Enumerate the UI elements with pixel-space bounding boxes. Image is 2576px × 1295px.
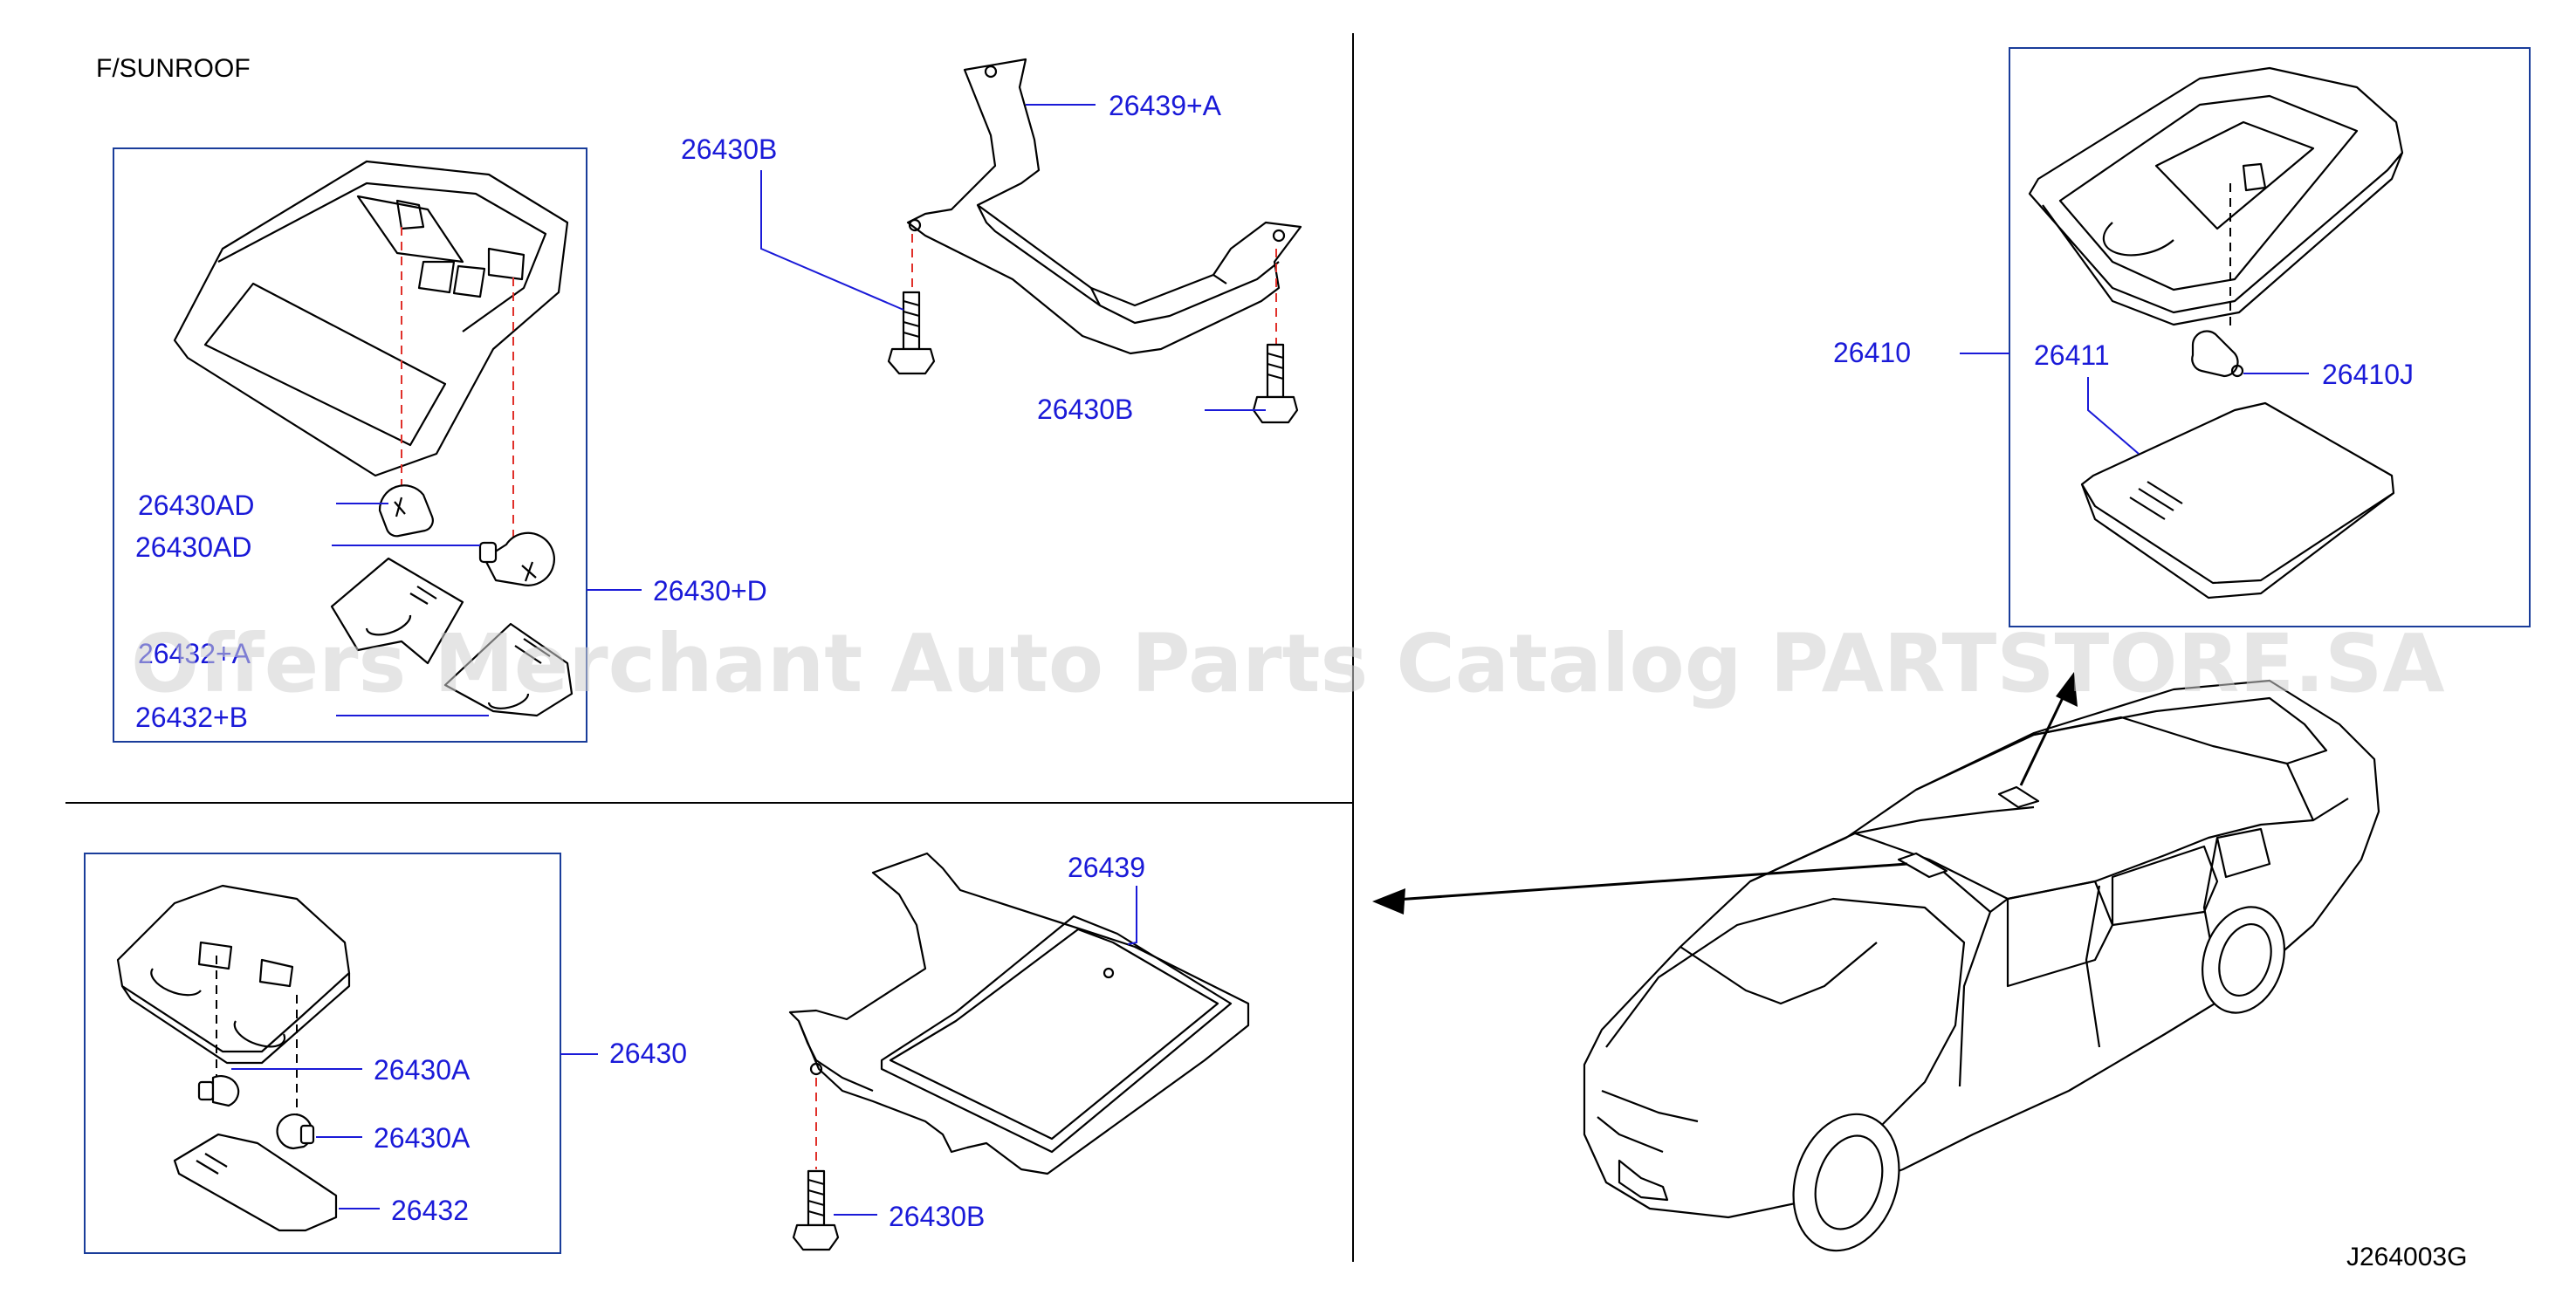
label-26432: 26432 [391, 1195, 469, 1226]
lens-26411 [2080, 401, 2395, 600]
label-26411: 26411 [2034, 339, 2110, 371]
leader-26430b-top [760, 170, 904, 311]
arrow-to-map-lamp [1372, 862, 1908, 915]
sunroof-map-lamp-housing [173, 160, 569, 477]
section-title: F/SUNROOF [96, 54, 251, 83]
label-26430a-1: 26430A [374, 1054, 471, 1086]
label-26430ad-1: 26430AD [138, 490, 254, 521]
bolt-26430b-top [887, 291, 936, 375]
map-lamp-group-box [113, 147, 587, 743]
watermark-text: Offers Merchant Auto Parts Catalog PARTS… [131, 617, 2445, 710]
label-26430b-bottom: 26430B [889, 1201, 985, 1232]
bolt-26430b-bottom [792, 1169, 840, 1251]
bulb-26430a-1 [197, 1075, 240, 1107]
leader-26411 [2087, 377, 2140, 455]
label-26430d: 26430+D [653, 575, 767, 606]
label-26432a: 26432+A [138, 638, 251, 669]
label-26439: 26439 [1068, 852, 1145, 883]
label-26432b: 26432+B [135, 702, 248, 733]
bulb-26430ad-2 [478, 531, 555, 586]
bracket-26439 [788, 852, 1250, 1175]
lens-26432b [443, 622, 574, 717]
label-26410j: 26410J [2322, 359, 2414, 390]
bulb-26430a-2 [276, 1113, 315, 1150]
label-26410: 26410 [1833, 337, 1911, 368]
map-lamp-housing-26430 [116, 884, 351, 1065]
bracket-26439a [906, 58, 1302, 355]
drawing-code: J264003G [2346, 1243, 2467, 1271]
leader-26439 [1127, 886, 1137, 945]
bolt-26430b-mid [1252, 343, 1299, 424]
map-lamp-location [1897, 852, 1948, 879]
bulb-26430ad-1 [378, 484, 434, 538]
arrow-to-room-lamp [2019, 672, 2078, 786]
label-26439a: 26439+A [1109, 90, 1222, 121]
bulb-26410j [2191, 330, 2244, 378]
label-26430b-mid: 26430B [1037, 394, 1133, 425]
room-lamp-housing-26410 [2028, 66, 2404, 326]
label-26430a-2: 26430A [374, 1122, 471, 1154]
lens-26432a [330, 557, 464, 665]
label-26430b-top: 26430B [681, 134, 777, 165]
lens-26432 [173, 1133, 338, 1232]
room-lamp-location [1997, 785, 2040, 809]
vehicle-illustration [1583, 679, 2380, 1252]
label-26430ad-2: 26430AD [135, 531, 251, 563]
label-26430: 26430 [609, 1038, 687, 1069]
room-lamp-group-box [2009, 47, 2531, 627]
